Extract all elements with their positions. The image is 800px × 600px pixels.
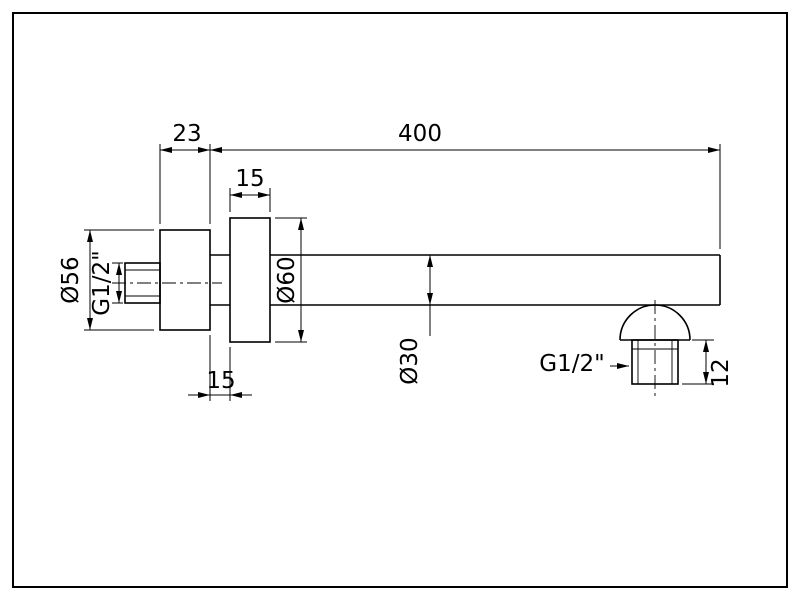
dim-d60-label: Ø60 [274,256,300,303]
dim-12-label: 12 [708,358,734,387]
dimension-inlet-thread: G1/2" [89,250,123,316]
outlet-thread [631,339,679,385]
dim-d56-label: Ø56 [58,256,84,303]
dim-15-bottom-label: 15 [206,368,235,394]
dimension-escutcheon-diameter: Ø60 [274,217,307,343]
outlet-bell-dome [619,304,691,341]
dimension-plate-diameter: Ø56 [58,229,154,331]
dimension-outlet-thread: G1/2" [539,351,629,377]
dim-g12-inlet-label: G1/2" [89,250,115,315]
dimension-outlet-thread-length: 12 [682,339,734,388]
dimension-arm-length: 400 [210,121,721,249]
shower-arm-geometry [112,217,721,398]
drawing-border-frame [12,12,788,588]
dim-d30-label: Ø30 [397,337,423,384]
dim-15-top-label: 15 [235,166,264,192]
dim-g12-outlet-label: G1/2" [539,351,604,377]
dimension-plate-depth: 23 [159,121,211,224]
dim-23-label: 23 [172,121,201,147]
escutcheon-plate [229,217,271,343]
dim-400-label: 400 [398,121,442,147]
dimension-plate-escutcheon-gap: 15 [188,335,252,401]
wall-plate [159,229,211,331]
dimension-escutcheon-width: 15 [229,166,271,212]
dimension-tube-diameter: Ø30 [397,255,433,385]
